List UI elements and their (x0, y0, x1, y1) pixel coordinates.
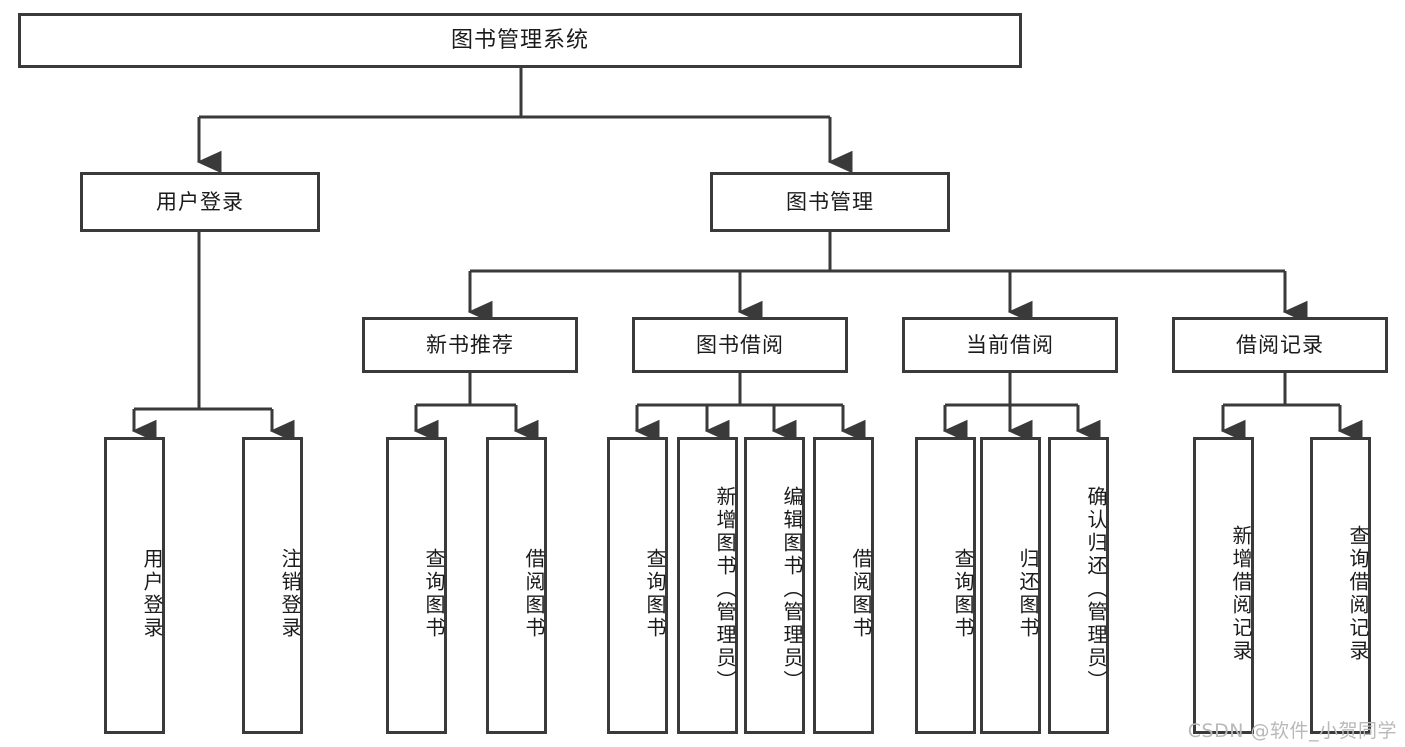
node-root-book-management-system[interactable]: 图书管理系统 (18, 13, 1022, 68)
node-leaf-query-record[interactable]: 查询借阅记录 (1310, 437, 1371, 734)
node-leaf-add-book[interactable]: 新增图书（管理员） (677, 437, 738, 734)
node-leaf-return-book[interactable]: 归还图书 (980, 437, 1041, 734)
node-user-login[interactable]: 用户登录 (80, 172, 320, 232)
node-leaf-query-book-1[interactable]: 查询图书 (386, 437, 447, 734)
node-leaf-user-login[interactable]: 用户登录 (104, 437, 165, 734)
node-leaf-confirm-return[interactable]: 确认归还（管理员） (1048, 437, 1109, 734)
node-leaf-query-book-3[interactable]: 查询图书 (915, 437, 976, 734)
node-leaf-edit-book[interactable]: 编辑图书（管理员） (744, 437, 805, 734)
node-book-management[interactable]: 图书管理 (710, 172, 950, 232)
node-borrow-record[interactable]: 借阅记录 (1172, 317, 1388, 373)
node-leaf-add-record[interactable]: 新增借阅记录 (1193, 437, 1254, 734)
node-leaf-borrow-book-1[interactable]: 借阅图书 (486, 437, 547, 734)
node-current-borrow[interactable]: 当前借阅 (902, 317, 1118, 373)
node-leaf-query-book-2[interactable]: 查询图书 (607, 437, 668, 734)
node-book-borrow[interactable]: 图书借阅 (632, 317, 848, 373)
node-new-book-recommend[interactable]: 新书推荐 (362, 317, 578, 373)
node-leaf-logout-login[interactable]: 注销登录 (242, 437, 303, 734)
watermark-text: CSDN @软件_小贺同学 (1187, 720, 1397, 742)
node-leaf-borrow-book-2[interactable]: 借阅图书 (813, 437, 874, 734)
